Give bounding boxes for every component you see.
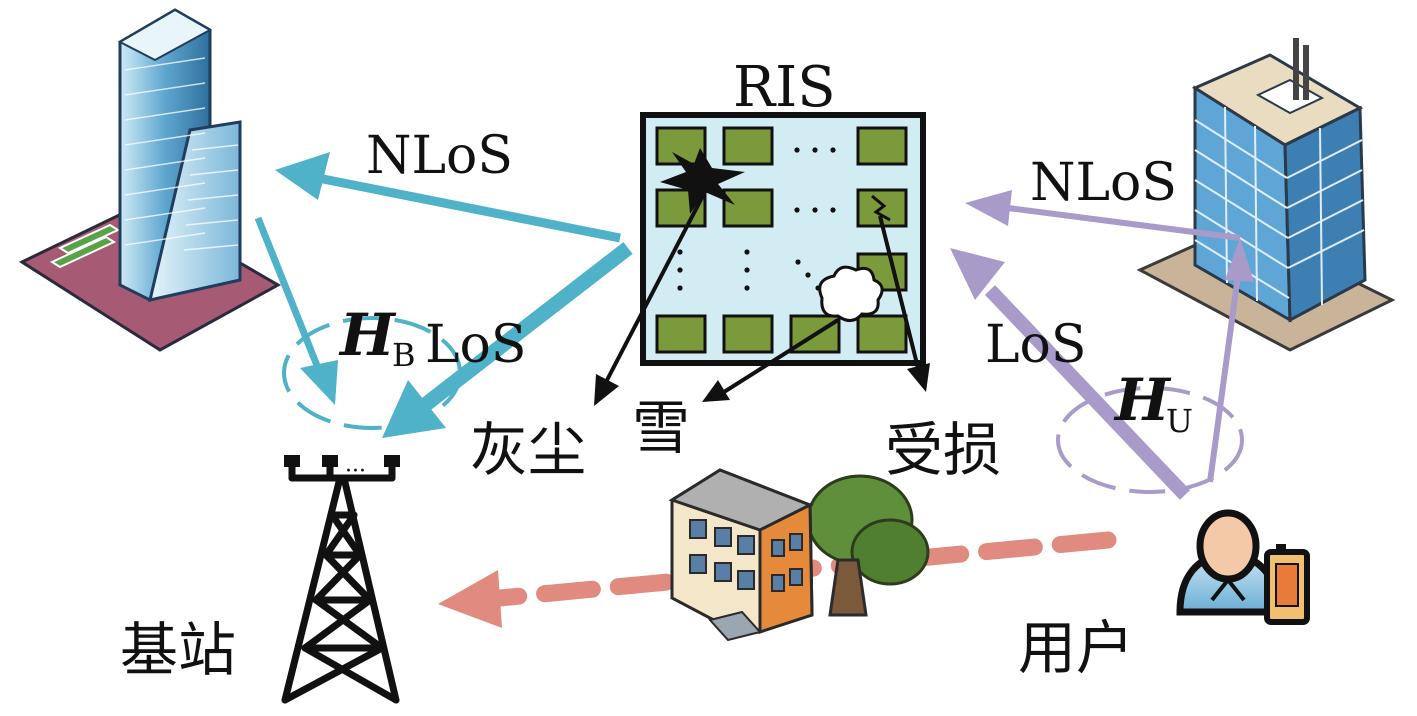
ris-panel [640,112,926,366]
ris-element [856,126,908,166]
nlos-left-arrowhead [275,152,330,200]
ris-ellipsis-dots [677,147,836,291]
right-office-building-icon [1136,38,1396,352]
base-station-label: 基站 [120,616,236,684]
dust-label: 灰尘 [470,416,586,484]
nlos-left-link [317,173,621,243]
hb-channel-label: H B [338,301,416,374]
lavender-links [950,190,1254,500]
ris-element [722,126,774,166]
hb-subscript: B [392,336,416,374]
ris-label: RIS [733,55,836,120]
damage-arrow [878,215,920,369]
blocked-link-arrowhead [438,570,502,628]
base-station-icon [281,455,400,704]
nlos-right-label: NLoS [1030,153,1177,213]
user-to-building-link [1207,274,1241,483]
hu-beam-ellipse [1056,386,1244,494]
dust-spot [660,148,745,214]
teal-links [254,152,633,438]
building-to-bs-arrowhead [300,360,338,405]
ris-element [722,188,774,228]
hb-symbol: H [338,301,397,369]
left-skyscraper-icon [18,8,282,352]
los-right-label: LoS [985,315,1086,375]
user-label: 用户 [1018,614,1134,682]
hu-channel-label: H U [1113,366,1193,440]
hu-symbol: H [1113,366,1172,434]
los-right-arrowhead [950,248,1005,300]
ris-element [722,314,774,354]
los-right-link [984,285,1191,500]
snow-arrow [722,318,840,394]
los-left-label: LoS [425,315,526,375]
phone-icon [1264,544,1310,625]
ris-element [856,314,908,354]
ris-element [655,314,707,354]
hb-beam-ellipse [282,316,462,430]
hu-subscript: U [1166,402,1193,440]
damaged-label: 受损 [885,416,1001,484]
dust-arrow [604,185,710,383]
snow-label: 雪 [632,394,690,462]
bs-antenna-ellipsis: ··· [345,459,366,484]
user-to-building-arrowhead [1225,238,1254,282]
nlos-left-label: NLoS [366,126,513,186]
impairment-arrows [594,185,930,406]
user-icon [1176,509,1282,616]
building-to-bs-link [254,216,322,370]
snow-cloud [818,265,884,322]
nlos-right-link [1007,205,1241,241]
house-and-tree-icon [668,468,930,642]
los-left-arrowhead [382,380,446,438]
nlos-right-arrowhead [965,190,1012,226]
damage-crack [871,194,891,222]
